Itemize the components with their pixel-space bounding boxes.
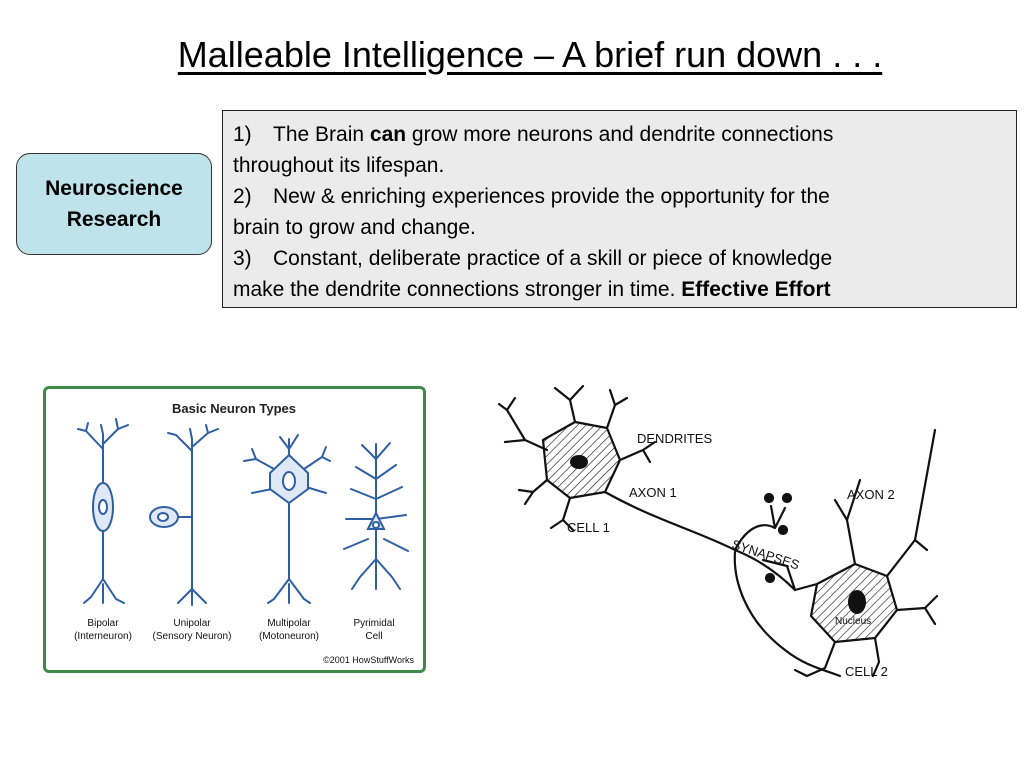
- synapse-diagram: DENDRITES AXON 1 CELL 1 AXON 2 SYNAPSES …: [495, 380, 965, 685]
- neuroscience-research-tag: Neuroscience Research: [16, 153, 212, 255]
- neuron-drawings: [77, 418, 409, 606]
- neuron-types-title: Basic Neuron Types: [172, 401, 296, 416]
- slide-title: Malleable Intelligence – A brief run dow…: [177, 34, 883, 75]
- point-1: 1) The Brain can grow more neurons and de…: [233, 119, 1016, 150]
- tag-line-2: Research: [66, 208, 162, 231]
- neuron-type-name: Unipolar: [173, 618, 211, 629]
- label-axon-1: AXON 1: [629, 485, 677, 500]
- point-text: New & enriching experiences provide the …: [273, 185, 830, 208]
- point-number: 2): [233, 185, 252, 208]
- point-emphasis: Effective Effort: [681, 278, 831, 301]
- key-points-box: 1) The Brain can grow more neurons and de…: [222, 110, 1017, 308]
- axon-1: [603, 490, 797, 592]
- point-text: Constant, deliberate practice of a skill…: [273, 247, 833, 270]
- label-dendrites: DENDRITES: [637, 431, 712, 446]
- pyramidal-cell-icon: [343, 442, 409, 590]
- neuron-type-name: Bipolar: [87, 618, 119, 629]
- copyright-credit: ©2001 HowStuffWorks: [323, 655, 414, 665]
- point-3-continuation: make the dendrite connections stronger i…: [233, 274, 1016, 305]
- neuron-type-name: Multipolar: [267, 618, 311, 629]
- cell-1-nucleus: [570, 455, 588, 469]
- cell-2-nucleus: [848, 590, 866, 614]
- point-emphasis: can: [369, 123, 407, 146]
- tag-line-1: Neuroscience: [45, 177, 183, 200]
- neuron-type-labels: Bipolar (Interneuron) Unipolar (Sensory …: [74, 618, 394, 642]
- bipolar-neuron-icon: [77, 418, 129, 604]
- point-number: 1): [233, 123, 252, 146]
- neuron-types-illustration: Basic Neuron Types: [74, 401, 414, 665]
- point-text: grow more neurons and dendrite connectio…: [406, 123, 834, 146]
- point-2-continuation: brain to grow and change.: [233, 216, 476, 239]
- point-text: The Brain: [273, 123, 370, 146]
- point-2: 2) New & enriching experiences provide th…: [233, 181, 1016, 212]
- label-cell-2: CELL 2: [845, 664, 888, 679]
- label-axon-2: AXON 2: [847, 487, 895, 502]
- neuron-type-sub: (Motoneuron): [259, 631, 319, 642]
- point-number: 3): [233, 247, 252, 270]
- label-nucleus: Nucleus: [835, 616, 871, 627]
- neuron-type-sub: (Interneuron): [74, 631, 132, 642]
- label-cell-1: CELL 1: [567, 520, 610, 535]
- neuron-types-figure: Basic Neuron Types: [43, 386, 426, 673]
- point-3: 3) Constant, deliberate practice of a ski…: [233, 243, 1016, 274]
- unipolar-neuron-icon: [149, 424, 219, 606]
- point-text: make the dendrite connections stronger i…: [233, 278, 682, 301]
- neuron-type-name: Pyrimidal: [353, 618, 394, 629]
- neuron-type-sub: Cell: [365, 631, 382, 642]
- synapse-illustration: DENDRITES AXON 1 CELL 1 AXON 2 SYNAPSES …: [497, 384, 939, 679]
- multipolar-neuron-icon: [243, 434, 331, 604]
- neuron-type-sub: (Sensory Neuron): [153, 631, 232, 642]
- point-1-continuation: throughout its lifespan.: [233, 154, 445, 177]
